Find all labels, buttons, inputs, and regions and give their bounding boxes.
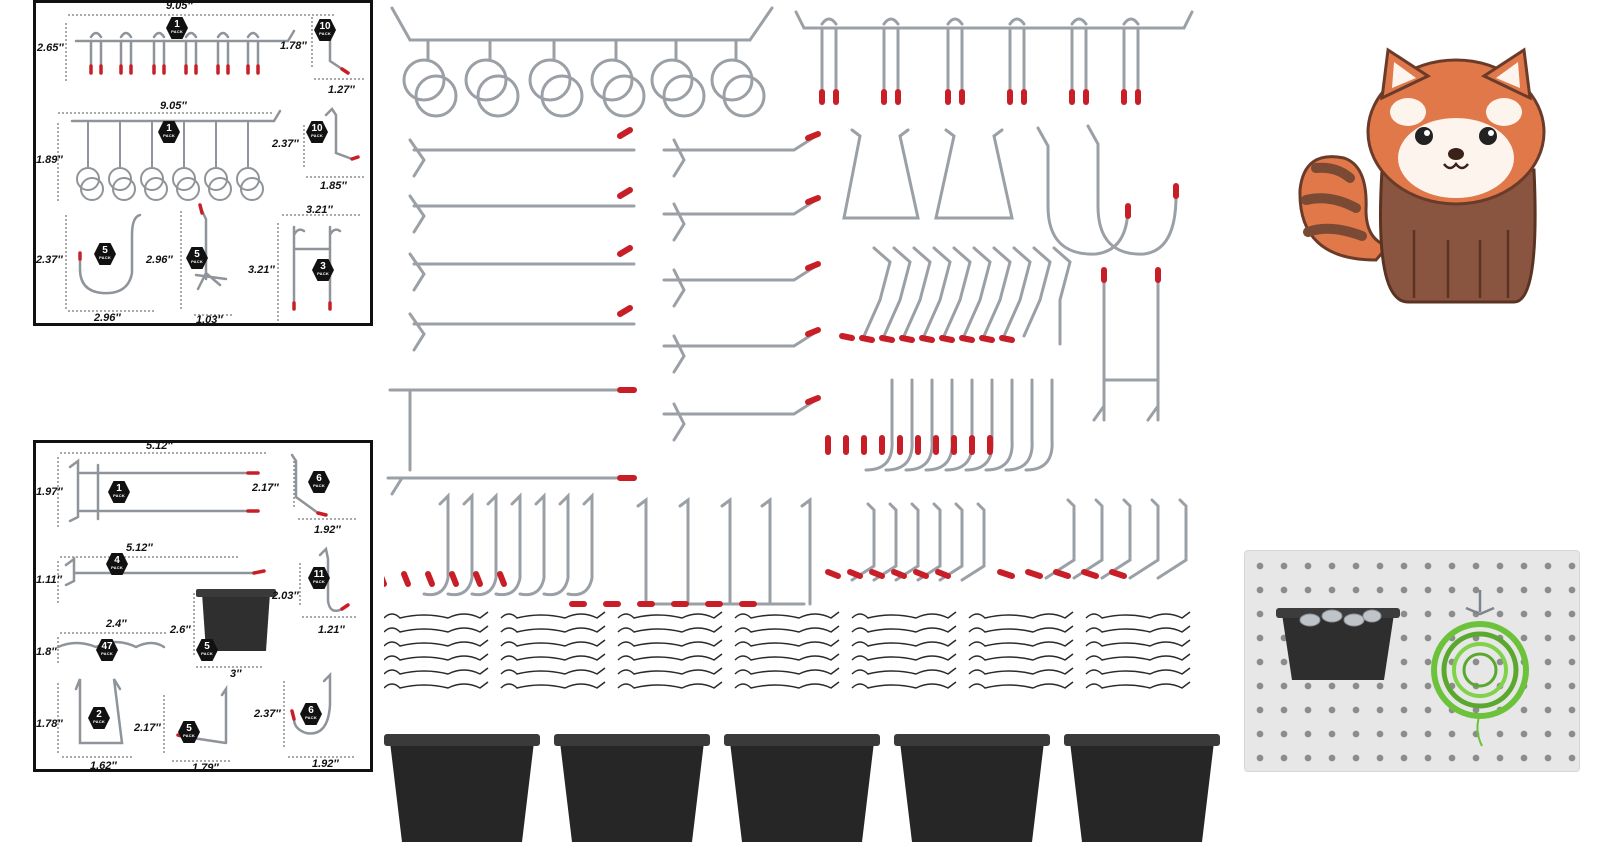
dim-label: 1.79″: [192, 762, 219, 772]
dim-label: 1.11″: [36, 574, 62, 586]
wire-clip: [1085, 639, 1191, 647]
dim-label: 1.21″: [318, 624, 345, 636]
dim-label: 1.92″: [314, 524, 341, 536]
wire-clip: [500, 611, 606, 619]
dim-label: 1.03″: [196, 314, 223, 326]
dim-label: 2.37″: [254, 708, 281, 720]
dimension-card-top: 9.05″ 2.65″ 1.78″ 1.27″ 9.05″ 1.89″ 2.37…: [33, 0, 373, 326]
dim-label: 1.92″: [312, 758, 339, 770]
wire-clip: [617, 625, 723, 633]
wire-clip: [384, 625, 489, 633]
wire-clip: [734, 625, 840, 633]
wire-clip: [617, 681, 723, 689]
wire-clip: [617, 653, 723, 661]
dim-label: 1.89″: [36, 154, 63, 166]
wire-clip: [968, 667, 1074, 675]
dim-label: 2.17″: [252, 482, 279, 494]
wire-clip: [1085, 667, 1191, 675]
wire-clip: [1085, 625, 1191, 633]
dim-label: 1.97″: [36, 486, 63, 498]
wire-clip: [851, 639, 957, 647]
wire-clip: [617, 611, 723, 619]
dim-label: 1.85″: [320, 180, 347, 192]
dim-label: 2.37″: [36, 254, 63, 266]
wire-clip: [851, 611, 957, 619]
wire-clip: [500, 625, 606, 633]
wire-clip: [968, 681, 1074, 689]
wire-clip: [617, 639, 723, 647]
wire-clip: [384, 611, 489, 619]
wire-clip: [851, 681, 957, 689]
dim-label: 2.17″: [134, 722, 161, 734]
wire-clip: [968, 639, 1074, 647]
dim-label: 2.03″: [272, 590, 299, 602]
dimension-card-bottom-drawing: [56, 452, 358, 762]
dim-label: 1.8″: [36, 646, 57, 658]
dim-label: 9.05″: [160, 100, 187, 112]
wire-clip: [734, 667, 840, 675]
wire-clip: [384, 681, 489, 689]
wire-clip: [968, 625, 1074, 633]
wire-clip: [851, 625, 957, 633]
wire-clip: [1085, 611, 1191, 619]
wire-clip: [1085, 681, 1191, 689]
dim-label: 1.27″: [328, 84, 355, 96]
dim-label: 3.21″: [248, 264, 275, 276]
dim-label: 5.12″: [146, 440, 173, 452]
dim-label: 9.05″: [166, 0, 193, 12]
pegboard-hooks-product-icon: [384, 6, 1220, 842]
wire-clip: [384, 639, 489, 647]
wire-clip: [500, 681, 606, 689]
dim-label: 2.6″: [170, 624, 191, 636]
wire-clip: [1085, 653, 1191, 661]
dim-label: 1.78″: [280, 40, 307, 52]
dim-label: 2.96″: [94, 312, 121, 324]
wire-clip: [734, 639, 840, 647]
pegboard-demo-icon: [1244, 550, 1580, 772]
wire-clip: [500, 667, 606, 675]
dim-label: 2.65″: [37, 42, 64, 54]
dim-label: 3″: [230, 668, 242, 680]
wire-clip: [734, 611, 840, 619]
dimension-card-bottom: 5.12″ 1.97″ 2.17″ 1.92″ 5.12″ 1.11″ 2.03…: [33, 440, 373, 772]
red-panda-mascot-icon: [1298, 47, 1546, 304]
dim-label: 2.4″: [106, 618, 127, 630]
wire-clip: [384, 653, 489, 661]
wire-clip: [968, 653, 1074, 661]
wire-clip: [968, 611, 1074, 619]
bin-icon: [202, 593, 270, 651]
wire-clip: [500, 653, 606, 661]
dim-label: 2.96″: [146, 254, 173, 266]
wire-clip: [851, 653, 957, 661]
wire-clip: [617, 667, 723, 675]
wire-clip: [384, 667, 489, 675]
dim-label: 3.21″: [306, 204, 333, 216]
wire-clip: [851, 667, 957, 675]
dim-label: 1.78″: [36, 718, 63, 730]
wire-clip: [734, 653, 840, 661]
dim-label: 5.12″: [126, 542, 153, 554]
dim-label: 2.37″: [272, 138, 299, 150]
wire-clip: [500, 639, 606, 647]
dim-label: 1.62″: [90, 760, 117, 772]
wire-clip: [734, 681, 840, 689]
